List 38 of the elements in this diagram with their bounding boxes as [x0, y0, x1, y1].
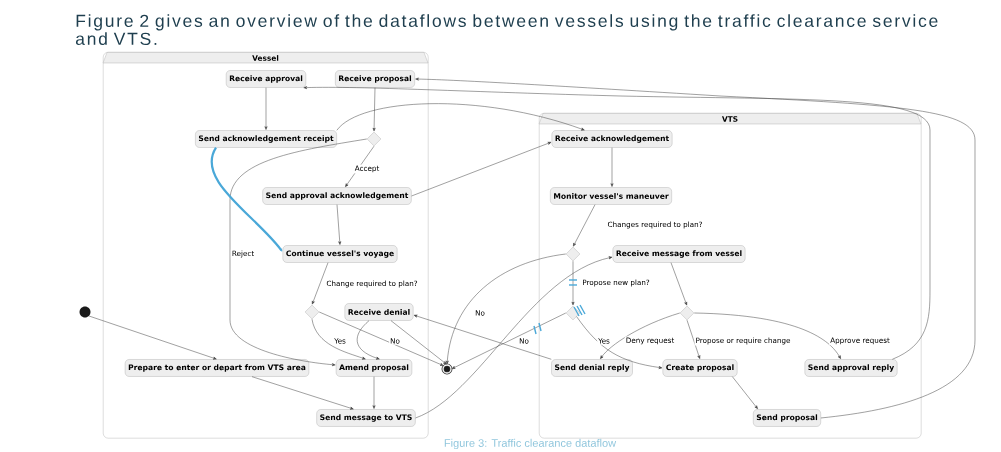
- decision-diamond: [565, 305, 581, 321]
- arrow: [303, 86, 931, 360]
- arrow: [411, 141, 552, 197]
- arrow: [311, 318, 366, 360]
- arrow: [445, 253, 567, 365]
- arrow: [693, 312, 841, 359]
- arrow: [229, 138, 368, 367]
- arrow: [600, 312, 681, 359]
- arrow: [732, 376, 758, 409]
- arrow: [576, 316, 663, 369]
- heading: Figure 2 gives an overview of the dataflows between vessels using the traffic clearance service and VTS.: [75, 14, 938, 46]
- arrow: [88, 315, 217, 360]
- caption: Figure 3: Traffic clearance dataflow: [444, 438, 617, 450]
- arrow: [415, 256, 613, 419]
- arrow: [390, 320, 447, 365]
- arrow: [210, 147, 283, 252]
- arrow: [356, 320, 380, 360]
- arrow: [318, 311, 444, 366]
- arrow: [451, 312, 567, 369]
- arrow: [686, 319, 701, 359]
- decision-diamond: [366, 131, 382, 147]
- arrow: [415, 77, 976, 419]
- arrow: [345, 145, 375, 187]
- arrow: [573, 204, 596, 247]
- decision-diamond: [679, 305, 695, 321]
- arrow: [413, 314, 552, 360]
- decision-diamond: [565, 246, 581, 262]
- arrow: [610, 147, 614, 187]
- arrow: [372, 87, 376, 132]
- arrow: [336, 103, 585, 131]
- arrow: [311, 262, 329, 305]
- arrow: [571, 260, 575, 306]
- arrow: [264, 87, 268, 130]
- arrow: [670, 262, 688, 306]
- arrow: [372, 376, 376, 409]
- arrow: [251, 376, 354, 410]
- decision-diamond: [304, 304, 320, 320]
- arrow: [336, 204, 342, 245]
